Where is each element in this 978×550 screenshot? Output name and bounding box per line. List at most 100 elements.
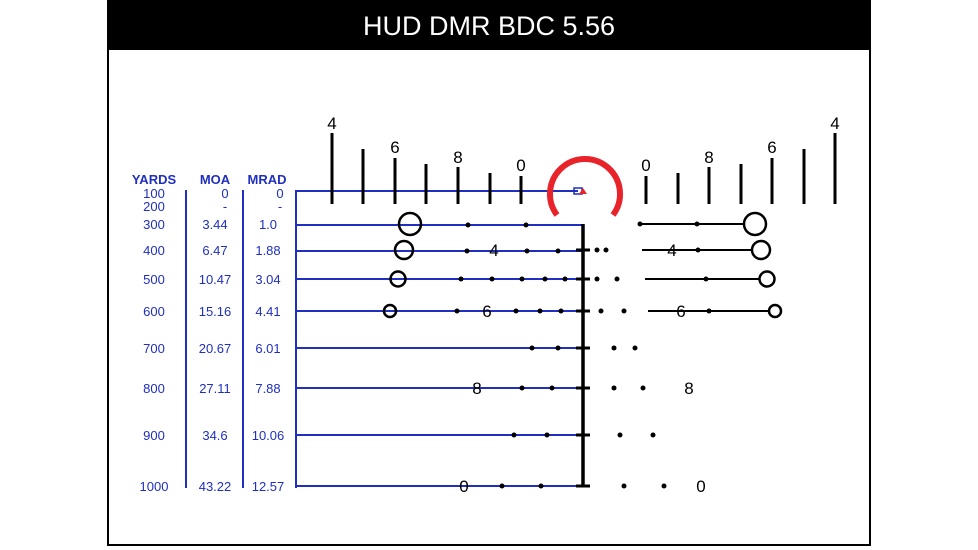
holdover-row-900 xyxy=(511,432,656,438)
wind-dot xyxy=(513,308,519,314)
wind-dot xyxy=(458,276,464,282)
yards-cell: 100 xyxy=(143,186,165,201)
mrad-cell: 3.04 xyxy=(255,272,280,287)
row-label: 4 xyxy=(667,241,676,260)
mrad-cell: 4.41 xyxy=(255,304,280,319)
holdover-row-400: 4 4 xyxy=(393,239,772,261)
wind-dot xyxy=(632,345,638,351)
wind-dot xyxy=(637,221,643,227)
mrad-cell: - xyxy=(278,199,282,214)
wind-dot xyxy=(555,345,561,351)
wind-dot xyxy=(519,276,525,282)
wind-dot xyxy=(537,308,543,314)
row-label: 8 xyxy=(684,379,693,398)
wind-dot xyxy=(555,248,561,254)
title-bar: HUD DMR BDC 5.56 xyxy=(109,2,869,50)
moa-cell: 0 xyxy=(221,186,228,201)
header-moa: MOA xyxy=(200,172,231,187)
scale-label: 0 xyxy=(641,156,650,175)
wind-dot xyxy=(614,276,620,282)
mrad-cell: 1.0 xyxy=(259,217,277,232)
yards-cell: 400 xyxy=(143,243,165,258)
wind-dot xyxy=(621,483,627,489)
wind-dot xyxy=(611,385,617,391)
mrad-cell: 6.01 xyxy=(255,341,280,356)
mrad-cell: 1.88 xyxy=(255,243,280,258)
scale-label: 8 xyxy=(453,148,462,167)
header-mrad: MRAD xyxy=(248,172,287,187)
wind-dot xyxy=(538,483,544,489)
wind-dot xyxy=(523,222,529,228)
yards-cell: 500 xyxy=(143,272,165,287)
lead-circle xyxy=(382,303,398,319)
wind-dot xyxy=(661,483,667,489)
wind-dot xyxy=(594,247,600,253)
wind-dot xyxy=(499,483,505,489)
lead-circle xyxy=(767,303,783,319)
yards-cell: 600 xyxy=(143,304,165,319)
wind-dot xyxy=(621,308,627,314)
mrad-cell: 10.06 xyxy=(252,428,285,443)
moa-cell: 3.44 xyxy=(202,217,227,232)
row-label: 6 xyxy=(676,302,685,321)
wind-dot xyxy=(611,345,617,351)
wind-dot xyxy=(519,385,525,391)
lead-circle xyxy=(393,239,415,261)
row-label: 0 xyxy=(459,477,468,496)
holdover-row-300 xyxy=(397,211,768,237)
lead-circle xyxy=(758,270,776,288)
wind-dot xyxy=(454,308,460,314)
reticle-frame: HUD DMR BDC 5.56 xyxy=(107,0,871,546)
holdover-row-800: 8 8 xyxy=(472,379,693,398)
yards-cell: 200 xyxy=(143,199,165,214)
wind-dot xyxy=(603,247,609,253)
wind-dot xyxy=(464,248,470,254)
page-title: HUD DMR BDC 5.56 xyxy=(362,11,616,41)
center-dot xyxy=(579,188,587,194)
mrad-cell: 7.88 xyxy=(255,381,280,396)
horseshoe-circle xyxy=(547,156,623,217)
yards-cell: 900 xyxy=(143,428,165,443)
scale-label: 0 xyxy=(516,156,525,175)
wind-dot xyxy=(544,432,550,438)
wind-dot xyxy=(511,432,517,438)
row-label: 8 xyxy=(472,379,481,398)
moa-cell: 34.6 xyxy=(202,428,227,443)
wind-dot xyxy=(562,276,568,282)
moa-cell: 20.67 xyxy=(199,341,232,356)
moa-cell: 10.47 xyxy=(199,272,232,287)
moa-cell: - xyxy=(223,199,227,214)
mrad-cell: 12.57 xyxy=(252,479,285,494)
wind-dot xyxy=(542,276,548,282)
wind-dot xyxy=(524,248,530,254)
holdover-row-500 xyxy=(389,270,776,288)
yards-cell: 300 xyxy=(143,217,165,232)
wind-dot xyxy=(489,276,495,282)
holdover-row-700 xyxy=(529,345,638,351)
yards-cell: 1000 xyxy=(140,479,169,494)
header-yards: YARDS xyxy=(132,172,177,187)
wind-dot xyxy=(694,221,700,227)
row-label: 0 xyxy=(696,477,705,496)
moa-cell: 43.22 xyxy=(199,479,232,494)
wind-dot xyxy=(465,222,471,228)
scale-label: 4 xyxy=(327,114,336,133)
lead-circle xyxy=(750,239,772,261)
wind-dot xyxy=(549,385,555,391)
scale-label: 8 xyxy=(704,148,713,167)
wind-dot xyxy=(640,385,646,391)
row-label: 4 xyxy=(489,241,498,260)
yards-cell: 800 xyxy=(143,381,165,396)
wind-dot xyxy=(617,432,623,438)
wind-dot xyxy=(703,276,709,282)
holdover-row-1000: 0 0 xyxy=(459,477,705,496)
moa-cell: 6.47 xyxy=(202,243,227,258)
moa-cell: 27.11 xyxy=(199,381,231,396)
wind-dot xyxy=(594,276,600,282)
wind-dot xyxy=(650,432,656,438)
lead-circle xyxy=(742,211,768,237)
scale-label: 6 xyxy=(390,138,399,157)
wind-dot xyxy=(558,308,564,314)
yards-cell: 700 xyxy=(143,341,165,356)
